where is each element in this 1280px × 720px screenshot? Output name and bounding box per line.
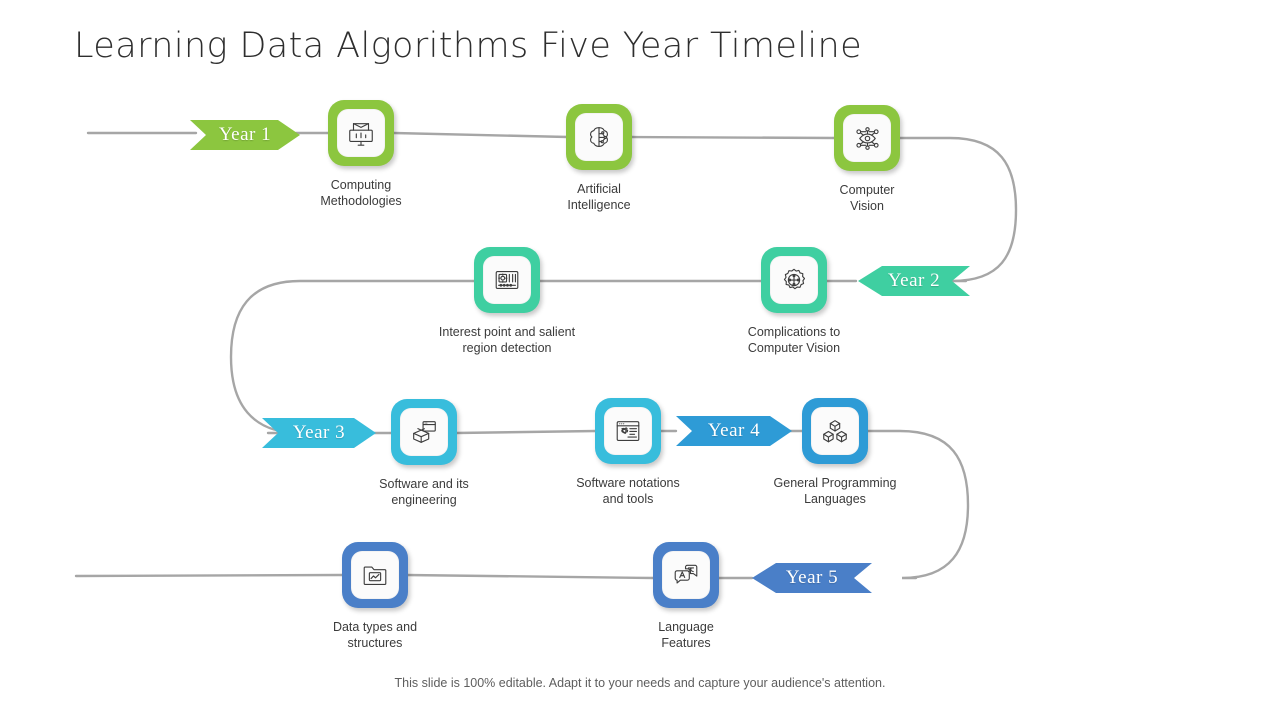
node-computing-methodologies[interactable]: Computing Methodologies [281,100,441,209]
icon-tile[interactable] [342,542,408,608]
browser-gear-icon [604,407,652,455]
node-data-types-structures[interactable]: Data types and structures [295,542,455,651]
connector-row4-b [404,573,656,580]
banner-year-2[interactable]: Year 2 [858,266,970,296]
node-software-engineering[interactable]: Software and its engineering [344,399,504,508]
eye-network-icon [843,114,891,162]
connector-loop-left-1 [229,279,478,435]
connector-row4-tail [74,573,344,578]
detection-panel-icon [483,256,531,304]
gear-network-icon [770,256,818,304]
caption-line-1: Artificial [577,182,621,196]
caption-line-1: Complications to [747,325,841,339]
icon-tile[interactable] [328,100,394,166]
open-box-window-icon [400,408,448,456]
icon-tile[interactable] [761,247,827,313]
node-caption: Computing Methodologies [281,177,441,209]
icon-tile[interactable] [474,247,540,313]
node-caption: Interest point and salient region detect… [428,324,586,356]
footer-note: This slide is 100% editable. Adapt it to… [394,676,886,690]
caption-line-1: Computing [330,178,392,192]
icon-tile[interactable] [834,105,900,171]
connector-row1-c [630,135,838,140]
node-artificial-intelligence[interactable]: Artificial Intelligence [519,104,679,213]
caption-line-2: Languages [804,492,866,506]
caption-line-1: Computer [839,183,895,197]
caption-line-1: Data types and [332,620,418,634]
connector-row1-b [392,131,570,139]
brain-circuit-icon [575,113,623,161]
caption-line-2: Intelligence [567,198,631,212]
translate-bubbles-icon [662,551,710,599]
caption-line-2: and tools [602,492,654,506]
node-caption: Software and its engineering [344,476,504,508]
connector-loop-right-2 [866,429,970,580]
node-caption: Computer Vision [787,182,947,214]
icon-tile[interactable] [595,398,661,464]
node-general-programming-languages[interactable]: General Programming Languages [756,398,914,507]
caption-line-2: Methodologies [320,194,402,208]
folder-chart-icon [351,551,399,599]
banner-year-5[interactable]: Year 5 [752,563,872,593]
icon-tile[interactable] [566,104,632,170]
node-caption: Artificial Intelligence [519,181,679,213]
caption-line-2: Vision [850,199,884,213]
connector-row3-b [454,429,598,435]
icon-tile[interactable] [391,399,457,465]
caption-line-1: Software and its [379,477,469,491]
caption-line-1: Software notations [576,476,680,490]
caption-line-2: Features [661,636,711,650]
caption-line-1: Language [658,620,714,634]
node-caption: Complications to Computer Vision [715,324,873,356]
node-complications-computer-vision[interactable]: Complications to Computer Vision [715,247,873,356]
node-interest-point-detection[interactable]: Interest point and salient region detect… [428,247,586,356]
icon-tile[interactable] [802,398,868,464]
caption-line-2: Computer Vision [747,341,841,355]
node-software-notations-tools[interactable]: Software notations and tools [548,398,708,507]
stacked-cubes-icon [811,407,859,455]
icon-tile[interactable] [653,542,719,608]
node-language-features[interactable]: Language Features [606,542,766,651]
node-computer-vision[interactable]: Computer Vision [787,105,947,214]
node-caption: Software notations and tools [548,475,708,507]
connector-loop-right-1 [898,136,1018,283]
caption-line-2: engineering [391,493,457,507]
node-caption: Language Features [606,619,766,651]
node-caption: Data types and structures [295,619,455,651]
caption-line-1: General Programming [773,476,897,490]
node-caption: General Programming Languages [756,475,914,507]
monitor-presentation-icon [337,109,385,157]
caption-line-2: region detection [462,341,552,355]
page-title: Learning Data Algorithms Five Year Timel… [74,26,863,66]
caption-line-1: Interest point and salient [438,325,576,339]
caption-line-2: structures [347,636,403,650]
